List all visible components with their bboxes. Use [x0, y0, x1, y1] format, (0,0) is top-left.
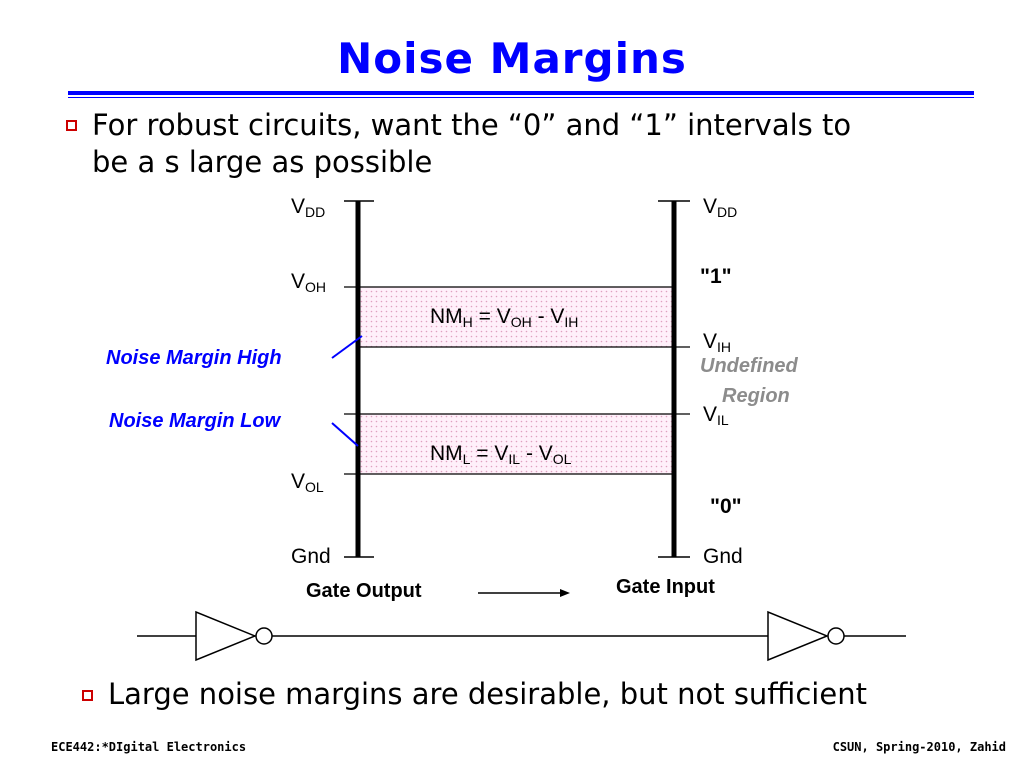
gate-output-label: Gate Output — [306, 580, 422, 602]
title-rule — [68, 91, 974, 95]
slide-title: Noise Margins — [337, 34, 687, 83]
vil-label: VIL — [703, 403, 729, 428]
right-vdd-label: VDD — [703, 195, 738, 220]
inverter-1 — [195, 610, 257, 662]
nm-high-pointer — [331, 335, 363, 359]
left-gnd-label: Gnd — [291, 545, 331, 568]
voh-label: VOH — [291, 270, 327, 295]
vol-label: VOL — [291, 470, 324, 495]
inverter-1-bubble — [255, 627, 273, 645]
gate-input-label: Gate Input — [616, 576, 715, 598]
flow-arrowhead — [560, 589, 570, 597]
undefined-region-label-2: Region — [722, 385, 790, 407]
left-vdd-label: VDD — [291, 195, 326, 220]
bullet-text-2: Large noise margins are desirable, but n… — [108, 677, 867, 711]
inverter-2 — [767, 610, 829, 662]
nm-high-region — [358, 287, 674, 347]
logic-one-label: "1" — [700, 265, 732, 288]
noise-margin-high-label: Noise Margin High — [106, 347, 282, 369]
footer-course: ECE442:*DIgital Electronics — [51, 740, 247, 754]
right-gnd-label: Gnd — [703, 545, 743, 568]
inverter-2-bubble — [827, 627, 845, 645]
footer-credit: CSUN, Spring-2010, Zahid — [832, 740, 1006, 754]
nm-high-formula: NMH = VOH - VIH — [430, 305, 579, 330]
nm-low-region — [358, 414, 674, 474]
undefined-region-label-1: Undefined — [700, 355, 798, 377]
noise-margin-low-label: Noise Margin Low — [109, 410, 281, 432]
bullet-text-1: For robust circuits, want the “0” and “1… — [92, 108, 852, 142]
bullet-text-1-cont: be a s large as possible — [92, 145, 433, 179]
title-rule-thin — [68, 97, 974, 98]
nm-low-pointer — [331, 422, 359, 447]
bullet-icon — [66, 120, 77, 131]
vih-label: VIH — [703, 330, 732, 355]
nm-low-formula: NML = VIL - VOL — [430, 442, 572, 467]
bullet-icon — [82, 690, 93, 701]
logic-zero-label: "0" — [710, 495, 742, 518]
